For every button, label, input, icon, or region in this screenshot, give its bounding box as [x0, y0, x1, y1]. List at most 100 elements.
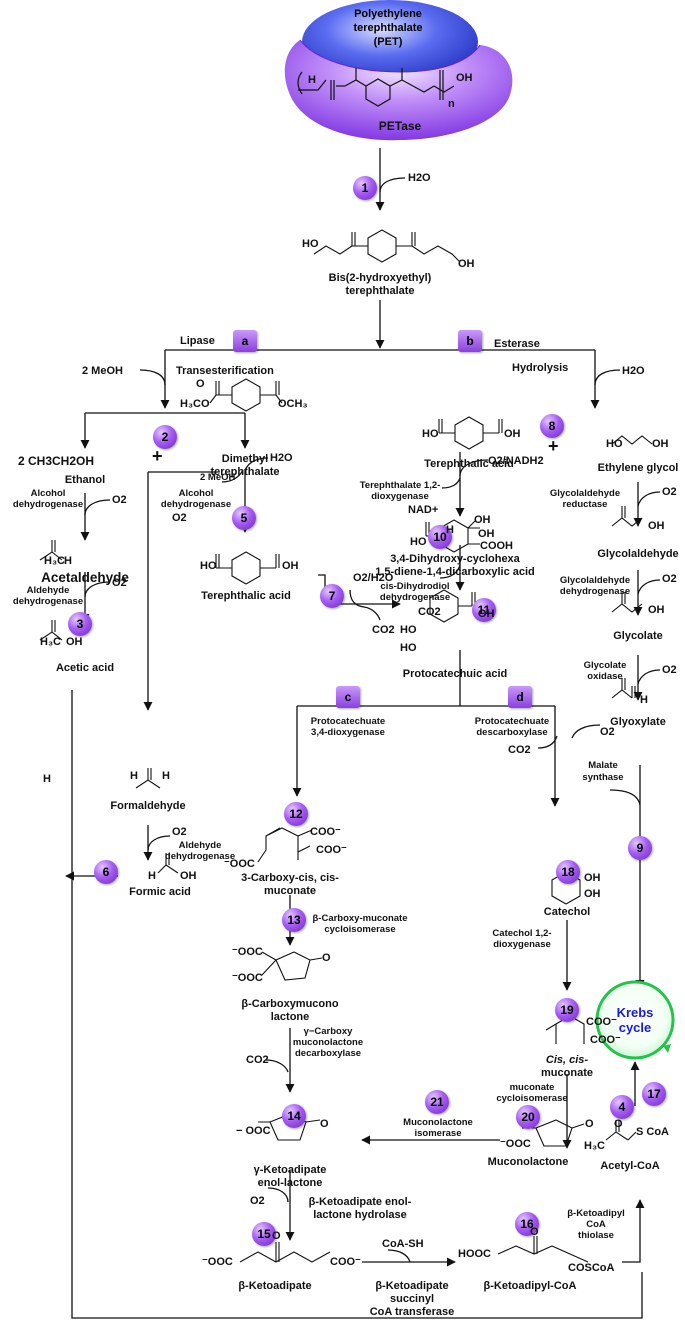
- bka-label: β-Ketoadipate: [238, 1280, 312, 1292]
- bkacoa-o: O: [530, 1226, 539, 1238]
- branch-badge-c: c: [336, 686, 360, 708]
- bcmci-label-2: cycloisomerase: [324, 924, 396, 935]
- cdd-label-2: dehydrogenase: [379, 592, 451, 603]
- branch-badge-b: b: [458, 330, 482, 352]
- acetic-struct-oh: OH: [66, 636, 83, 648]
- step-badge-2: 2: [153, 425, 177, 449]
- dhcd-ho: HO: [410, 536, 427, 548]
- o2-aldh: O2: [112, 577, 127, 589]
- ethylene-glycol-label: Ethylene glycol: [597, 462, 679, 474]
- pca-ho2: HO: [400, 642, 417, 654]
- tpadox-label-2: dioxygenase: [371, 491, 429, 502]
- step-badge-18: 18: [556, 860, 580, 884]
- ccmuc-label-2: muconate: [541, 1067, 593, 1079]
- krebs-cycle-label: Krebs cycle: [600, 1005, 670, 1035]
- plus-right: +: [548, 436, 559, 456]
- glycolate-label: Glycolate: [613, 630, 663, 642]
- adh-label-2: dehydrogenase: [12, 499, 84, 510]
- nad-label: NAD+: [408, 504, 439, 516]
- o2-glo: O2: [662, 664, 677, 676]
- bcml-label-1: β-Carboxymucono: [241, 998, 339, 1010]
- dhcd-oh1: H: [446, 524, 454, 536]
- step-badge-8: 8: [540, 414, 564, 438]
- branch-badge-d: d: [508, 686, 532, 708]
- step-badge-10: 10: [428, 525, 452, 549]
- glyoxylate-label: Glyoxylate: [610, 716, 666, 728]
- bcml-o: O: [322, 952, 331, 964]
- acetyl-coa-label: Acetyl-CoA: [600, 1160, 660, 1172]
- gc-oh: OH: [648, 604, 665, 616]
- bkth-label-2: CoA: [586, 1219, 606, 1230]
- ccm-ooc: ⁻OOC: [224, 858, 255, 870]
- petase-label: PETase: [378, 119, 422, 133]
- gx-h: H: [640, 694, 648, 706]
- tpa-left-ho: HO: [200, 560, 217, 572]
- formic-oh: OH: [180, 870, 197, 882]
- adh2-label-2: dehydrogenase: [160, 499, 232, 510]
- ccmuc-coo2: COO⁻: [590, 1034, 621, 1046]
- dhcd-label-2: 1,5-diene-1,4-dicarboxylic acid: [375, 566, 535, 578]
- dhcd-label-1: 3,4-Dihydroxy-cyclohexa: [390, 553, 520, 565]
- p34-label-2: 3,4-dioxygenase: [311, 727, 385, 738]
- pet-label-line2: terephthalate: [353, 22, 423, 34]
- adh-label-1: Alcohol: [30, 488, 66, 499]
- pet-illustration: [284, 0, 513, 141]
- co2-step11: CO2: [418, 606, 441, 618]
- o2-bkh: O2: [250, 1195, 265, 1207]
- c12d-label-1: Catechol 1,2-: [492, 928, 552, 939]
- pet-label-line1: Polyethylene: [354, 8, 422, 20]
- mli-label-2: isomerase: [414, 1128, 462, 1139]
- step-badge-15: 15: [252, 1222, 276, 1246]
- muconolactone-o: O: [585, 1118, 594, 1130]
- bhet-label-2: terephthalate: [345, 285, 415, 297]
- o2-gld: O2: [662, 573, 677, 585]
- bkt-label-3: CoA transferase: [369, 1306, 455, 1318]
- eg-oh: OH: [652, 438, 669, 450]
- pca-ho1: HO: [400, 624, 417, 636]
- bhet-oh: OH: [458, 258, 475, 270]
- bkth-label-3: thiolase: [578, 1230, 614, 1241]
- mci-label-1: muconate: [509, 1082, 555, 1093]
- h2o-hydrolysis: H2O: [622, 365, 645, 377]
- bkt-label-1: β-Ketoadipate: [375, 1280, 449, 1292]
- esterase-label: Esterase: [494, 338, 540, 350]
- bcml-ooc1: ⁻OOC: [232, 946, 263, 958]
- eg-ho: HO: [606, 438, 623, 450]
- co2-step7: CO2: [372, 624, 395, 636]
- p34-label-1: Protocatechuate: [310, 716, 386, 727]
- krebs-line-1: Krebs: [616, 1005, 654, 1020]
- bkh-label-1: β-Ketoadipate enol-: [308, 1196, 412, 1208]
- o2-adh: O2: [112, 494, 127, 506]
- acetaldehyde-label: Acetaldehyde: [41, 570, 129, 585]
- pdc-label-1: Protocatechuate: [474, 716, 550, 727]
- glr-label-1: Glycolaldehyde: [549, 488, 621, 499]
- bka-ooc: ⁻OOC: [202, 1256, 233, 1268]
- meoh-label-mid: 2 MeOH: [200, 472, 236, 483]
- bkh-label-2: lactone hydrolase: [313, 1209, 407, 1221]
- pca-oh: OH: [478, 608, 495, 620]
- pdc-label-2: descarboxylase: [476, 727, 548, 738]
- o2-fald: O2: [172, 826, 187, 838]
- krebs-line-2: cycle: [618, 1020, 652, 1035]
- acetylcoa-h3c: H₃C: [584, 1140, 605, 1152]
- acetaldehyde-struct-h: H: [64, 555, 72, 567]
- mci-label-2: cycloisomerase: [496, 1093, 568, 1104]
- step-badge-21: 21: [425, 1090, 449, 1114]
- ethanol-formula: 2 CH3CH2OH: [18, 454, 95, 468]
- ms-label-1: Malate: [588, 760, 618, 771]
- cdd-label-1: cis-Dihydrodiol: [380, 581, 450, 592]
- step-badge-4: 4: [610, 1095, 634, 1119]
- ccmuc-label-1: Cis, cis-: [545, 1054, 589, 1066]
- step-badge-12: 12: [284, 802, 308, 826]
- fald-label-2: dehydrogenase: [164, 851, 236, 862]
- dmt-och3: OCH₃: [278, 398, 308, 410]
- catechol-oh2: OH: [584, 888, 601, 900]
- muconolactone-ooc: ⁻OOC: [500, 1138, 531, 1150]
- gcmd-label-3: decarboxylase: [294, 1048, 362, 1059]
- bkacoa-hooc: HOOC: [458, 1248, 491, 1260]
- glo-label-1: Glycolate: [583, 660, 627, 671]
- bcml-ooc2: ⁻OOC: [232, 972, 263, 984]
- acetaldehyde-struct-h3c: H₃C: [44, 555, 65, 567]
- dmt-label-1: Dimethyl: [221, 453, 269, 465]
